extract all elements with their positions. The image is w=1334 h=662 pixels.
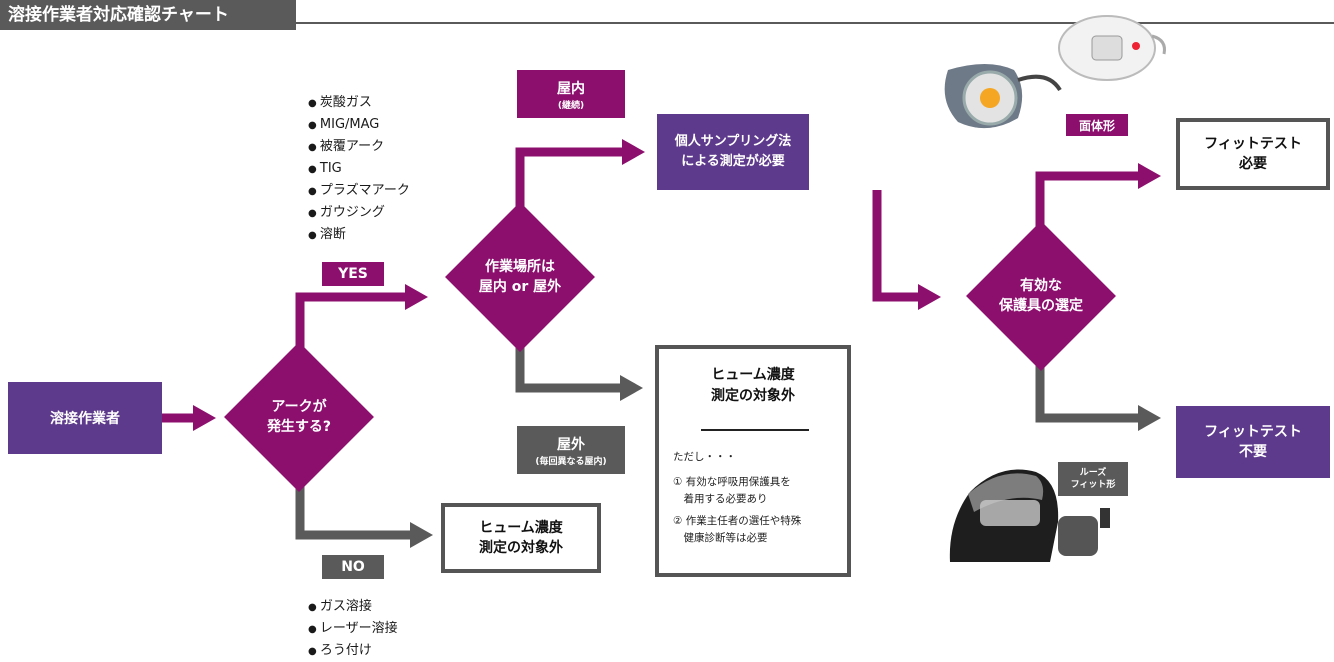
list-item: プラズマアーク xyxy=(308,180,410,202)
fume-excluded-box-no: ヒューム濃度 測定の対象外 xyxy=(441,503,601,573)
indoor-label-text: 屋内 xyxy=(557,80,585,97)
disposable-mask-image xyxy=(1058,15,1166,81)
list-item: ガウジング xyxy=(308,202,410,224)
list-item: 溶断 xyxy=(308,224,410,246)
arrowhead-sampling xyxy=(918,284,941,310)
title-underline xyxy=(296,22,1334,24)
chart-title: 溶接作業者対応確認チャート xyxy=(0,0,296,30)
outdoor-sub-text: (毎回異なる屋内) xyxy=(535,456,607,467)
loose-fit-label: ルーズ フィット形 xyxy=(1058,462,1128,496)
list-item: MIG/MAG xyxy=(308,114,410,136)
arrowhead-fit-not-required xyxy=(1138,405,1161,431)
arrowhead-no xyxy=(410,522,433,548)
connector-no xyxy=(295,470,412,540)
connector-fit-not-required xyxy=(1035,350,1140,423)
divider xyxy=(701,429,809,431)
list-item: TIG xyxy=(308,158,410,180)
start-node: 溶接作業者 xyxy=(8,382,162,454)
fit-test-not-required-box: フィットテスト 不要 xyxy=(1176,406,1330,478)
list-item: 炭酸ガス xyxy=(308,92,410,114)
fume-excluded-title: ヒューム濃度 測定の対象外 xyxy=(711,367,795,404)
connector-fit-required xyxy=(1035,171,1140,240)
no-process-list: ガス溶接 レーザー溶接 ろう付け xyxy=(308,596,398,662)
yes-process-list: 炭酸ガス MIG/MAG 被覆アーク TIG プラズマアーク ガウジング 溶断 xyxy=(308,92,410,246)
note-item-2: ② 作業主任者の選任や特殊 健康診断等は必要 xyxy=(673,515,802,544)
half-mask-respirator-image xyxy=(944,64,1062,129)
arrowhead-start xyxy=(193,405,216,431)
loose-fit-hood-image xyxy=(949,469,1110,562)
indoor-label: 屋内 (継続) xyxy=(517,70,625,118)
personal-sampling-box: 個人サンプリング法 による測定が必要 xyxy=(657,114,809,190)
fume-excluded-box-outdoor: ヒューム濃度 測定の対象外 ただし・・・ ① 有効な呼吸用保護具を 着用する必要… xyxy=(655,345,851,577)
connector-sampling xyxy=(872,190,920,302)
arrowhead-outdoor xyxy=(620,375,643,401)
arrowhead-yes xyxy=(405,284,428,310)
note-lead: ただし・・・ xyxy=(673,451,736,463)
list-item: ろう付け xyxy=(308,640,398,662)
arc-question-text: アークが 発生する? xyxy=(266,399,332,435)
no-label: NO xyxy=(322,555,384,579)
arrowhead-indoor xyxy=(622,139,645,165)
face-type-label: 面体形 xyxy=(1066,114,1128,136)
arrowhead-fit-required xyxy=(1138,163,1161,189)
protection-question-text: 有効な 保護具の選定 xyxy=(999,278,1083,314)
outdoor-label: 屋外 (毎回異なる屋内) xyxy=(517,426,625,474)
connector-yes xyxy=(295,292,408,365)
outdoor-label-text: 屋外 xyxy=(557,436,585,453)
list-item: 被覆アーク xyxy=(308,136,410,158)
list-item: レーザー溶接 xyxy=(308,618,398,640)
note-item-1: ① 有効な呼吸用保護具を 着用する必要あり xyxy=(673,476,791,505)
indoor-sub-text: (継続) xyxy=(557,100,585,111)
place-question-text: 作業場所は 屋内 or 屋外 xyxy=(478,259,562,295)
fit-test-required-box: フィットテスト 必要 xyxy=(1176,118,1330,190)
yes-label: YES xyxy=(322,262,384,286)
list-item: ガス溶接 xyxy=(308,596,398,618)
